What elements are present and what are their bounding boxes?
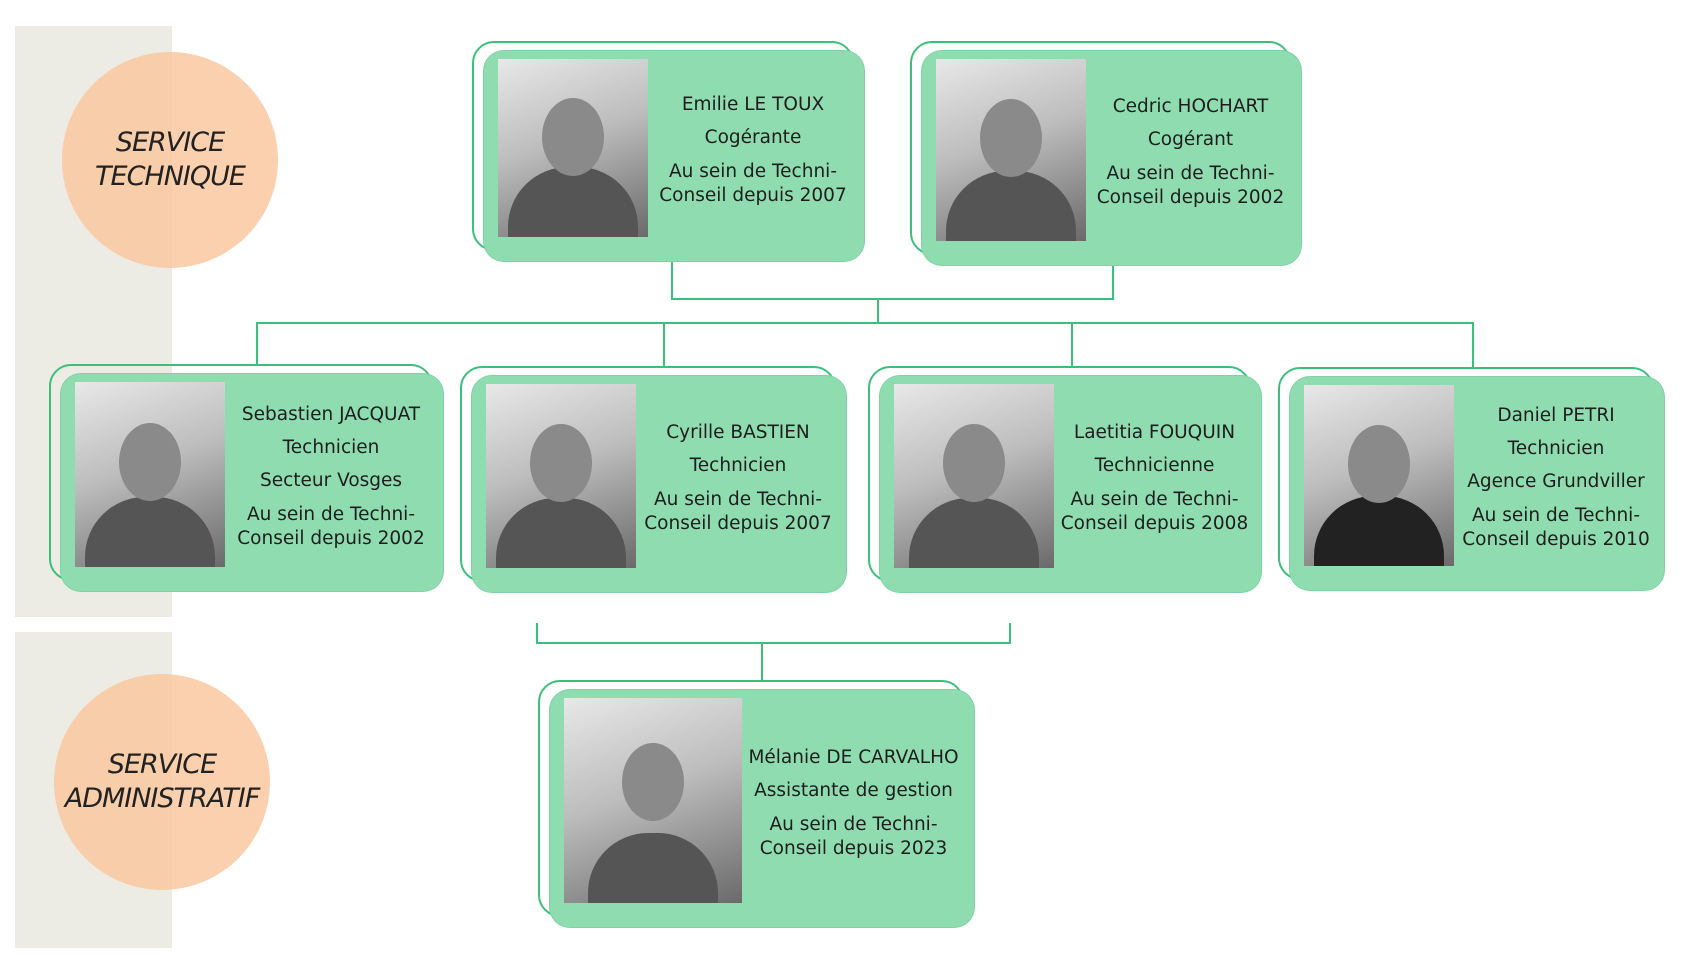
service-technique-label: SERVICE TECHNIQUE [62,52,278,268]
portrait-photo [936,59,1086,241]
connector [536,642,1011,644]
person-name: Daniel PETRI [1497,405,1615,426]
service-administratif-label: SERVICE ADMINISTRATIF [54,674,270,890]
person-since: Au sein de Techni-Conseil depuis 2008 [1060,489,1249,534]
connector [671,259,673,299]
portrait-photo [1304,385,1454,566]
person-since: Au sein de Techni-Conseil depuis 2023 [759,813,948,859]
person-name: Mélanie DE CARVALHO [748,746,959,768]
person-role: Technicien [689,455,787,476]
connector [877,299,879,323]
person-sector: Secteur Vosges [259,470,403,491]
connector [1472,323,1474,367]
connector [536,623,538,643]
person-since: Au sein de Techni-Conseil depuis 2010 [1462,505,1650,550]
portrait-photo [486,384,636,568]
person-name: Cedric HOCHART [1112,96,1269,117]
person-card-emilie: Emilie LE TOUX Cogérante Au sein de Techni… [472,41,864,261]
person-name: Cyrille BASTIEN [666,422,810,443]
connector [256,323,258,365]
person-since: Au sein de Techni-Conseil depuis 2007 [644,489,832,534]
person-card-cedric: Cedric HOCHART Cogérant Au sein de Techni-… [910,41,1301,265]
connector [671,298,1114,300]
person-name: Emilie LE TOUX [681,94,825,115]
connector [1112,263,1114,299]
portrait-photo [564,698,742,903]
connector [1009,623,1011,643]
connector [256,322,1474,324]
person-role: Technicien [282,437,380,458]
connector [1071,323,1073,367]
person-sector: Agence Grundviller [1467,471,1645,492]
person-card-laetitia: Laetitia FOUQUIN Technicienne Au sein de T… [868,366,1261,592]
person-since: Au sein de Techni-Conseil depuis 2002 [237,504,425,549]
person-card-cyrille: Cyrille BASTIEN Technicien Au sein de Tech… [460,366,846,592]
person-since: Au sein de Techni-Conseil depuis 2007 [659,161,847,206]
portrait-photo [894,384,1054,568]
connector [663,323,665,367]
person-since: Au sein de Techni-Conseil depuis 2002 [1096,163,1285,208]
person-role: Assistante de gestion [754,779,953,801]
person-role: Cogérant [1147,129,1234,150]
person-role: Technicienne [1094,455,1215,476]
connector [761,643,763,681]
person-role: Cogérante [704,127,802,148]
person-name: Sebastien JACQUAT [241,404,421,425]
portrait-photo [498,59,648,237]
person-role: Technicien [1507,438,1605,459]
person-card-melanie: Mélanie DE CARVALHO Assistante de gestion… [538,680,974,927]
portrait-photo [75,382,225,567]
person-name: Laetitia FOUQUIN [1073,422,1236,443]
